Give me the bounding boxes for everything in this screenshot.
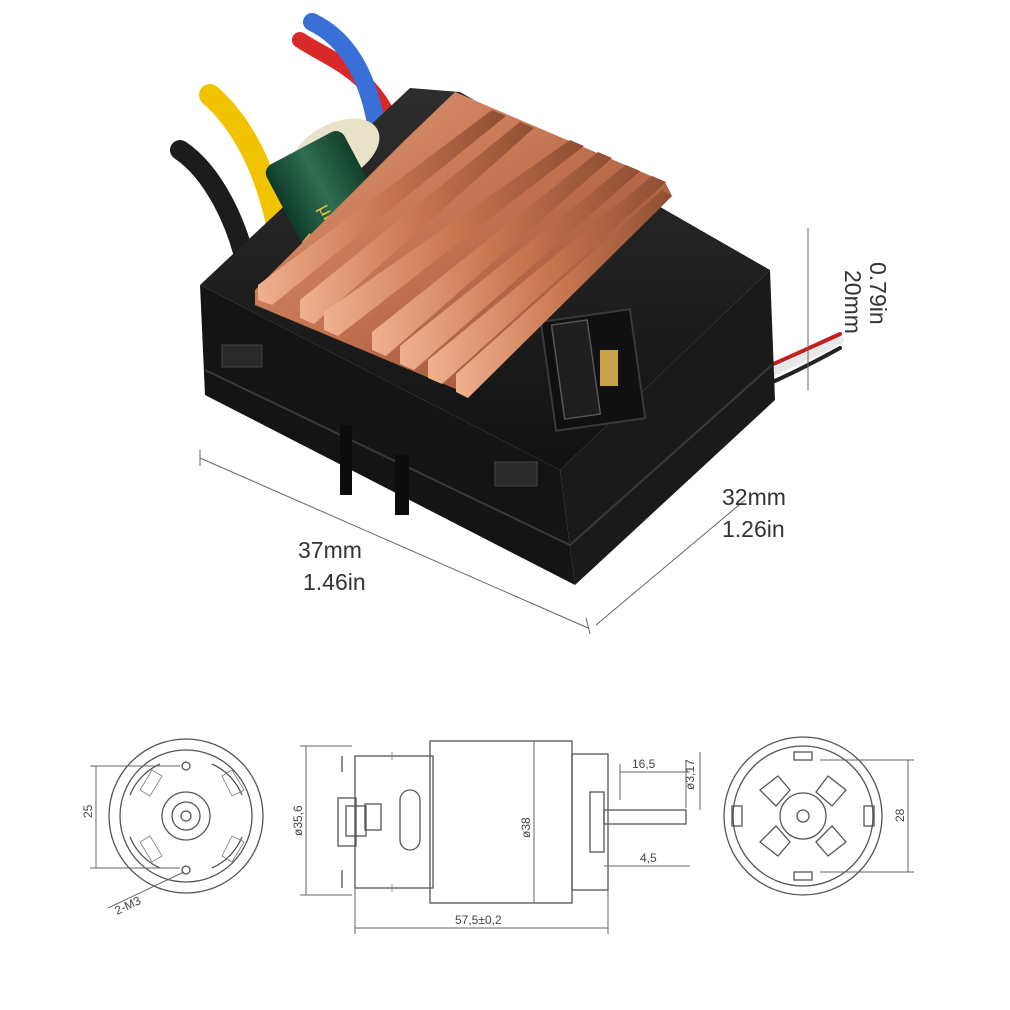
heatsink-fin bbox=[324, 140, 584, 336]
side-clip bbox=[494, 461, 538, 487]
body-diameter-label: ø35,6 bbox=[291, 805, 305, 836]
height-in-label: 0.79in bbox=[865, 262, 891, 325]
blue-wire bbox=[303, 13, 387, 144]
shaft-length-label: 16,5 bbox=[632, 757, 656, 771]
motor-rear-view: 28 bbox=[723, 736, 914, 896]
height-mm-label: 20mm bbox=[840, 270, 866, 334]
switch-lever bbox=[550, 319, 602, 420]
side-clip bbox=[221, 344, 263, 368]
motor-technical-drawing: 25 2-M3 ø35,6 ø38 bbox=[81, 736, 914, 934]
front-height-label: 25 bbox=[81, 804, 95, 818]
boss-length-label: 4,5 bbox=[640, 851, 657, 865]
motor-side-view: ø35,6 ø38 57,5±0,2 16,5 ø3,17 4,5 bbox=[291, 740, 701, 934]
rear-height-label: 28 bbox=[893, 808, 907, 822]
heatsink-fin bbox=[400, 165, 640, 370]
heatsink-fin bbox=[428, 176, 666, 384]
front-tab bbox=[340, 425, 352, 495]
heatsink-fin bbox=[456, 190, 672, 398]
width-in-label: 1.26in bbox=[722, 516, 785, 542]
switch-pins bbox=[600, 350, 618, 386]
copper-heatsink bbox=[255, 92, 672, 398]
width-mm-label: 32mm bbox=[722, 484, 786, 510]
esc-photo: μF 47 V 25 bbox=[170, 13, 844, 585]
esc-dimensions: 20mm 0.79in 37mm 1.46in 32mm 1.26in bbox=[199, 228, 891, 635]
length-in-label: 1.46in bbox=[303, 569, 366, 595]
length-mm-label: 37mm bbox=[298, 537, 362, 563]
motor-front-view: 25 2-M3 bbox=[81, 738, 264, 918]
screw-spec-label: 2-M3 bbox=[112, 893, 143, 917]
can-diameter-label: ø38 bbox=[519, 817, 533, 838]
heatsink-fin bbox=[300, 122, 534, 324]
heatsink-fin bbox=[258, 110, 506, 305]
total-length-label: 57,5±0,2 bbox=[455, 913, 502, 927]
heatsink-fin bbox=[372, 152, 612, 356]
shaft-diameter-label: ø3,17 bbox=[683, 759, 697, 790]
front-tab bbox=[395, 455, 409, 515]
